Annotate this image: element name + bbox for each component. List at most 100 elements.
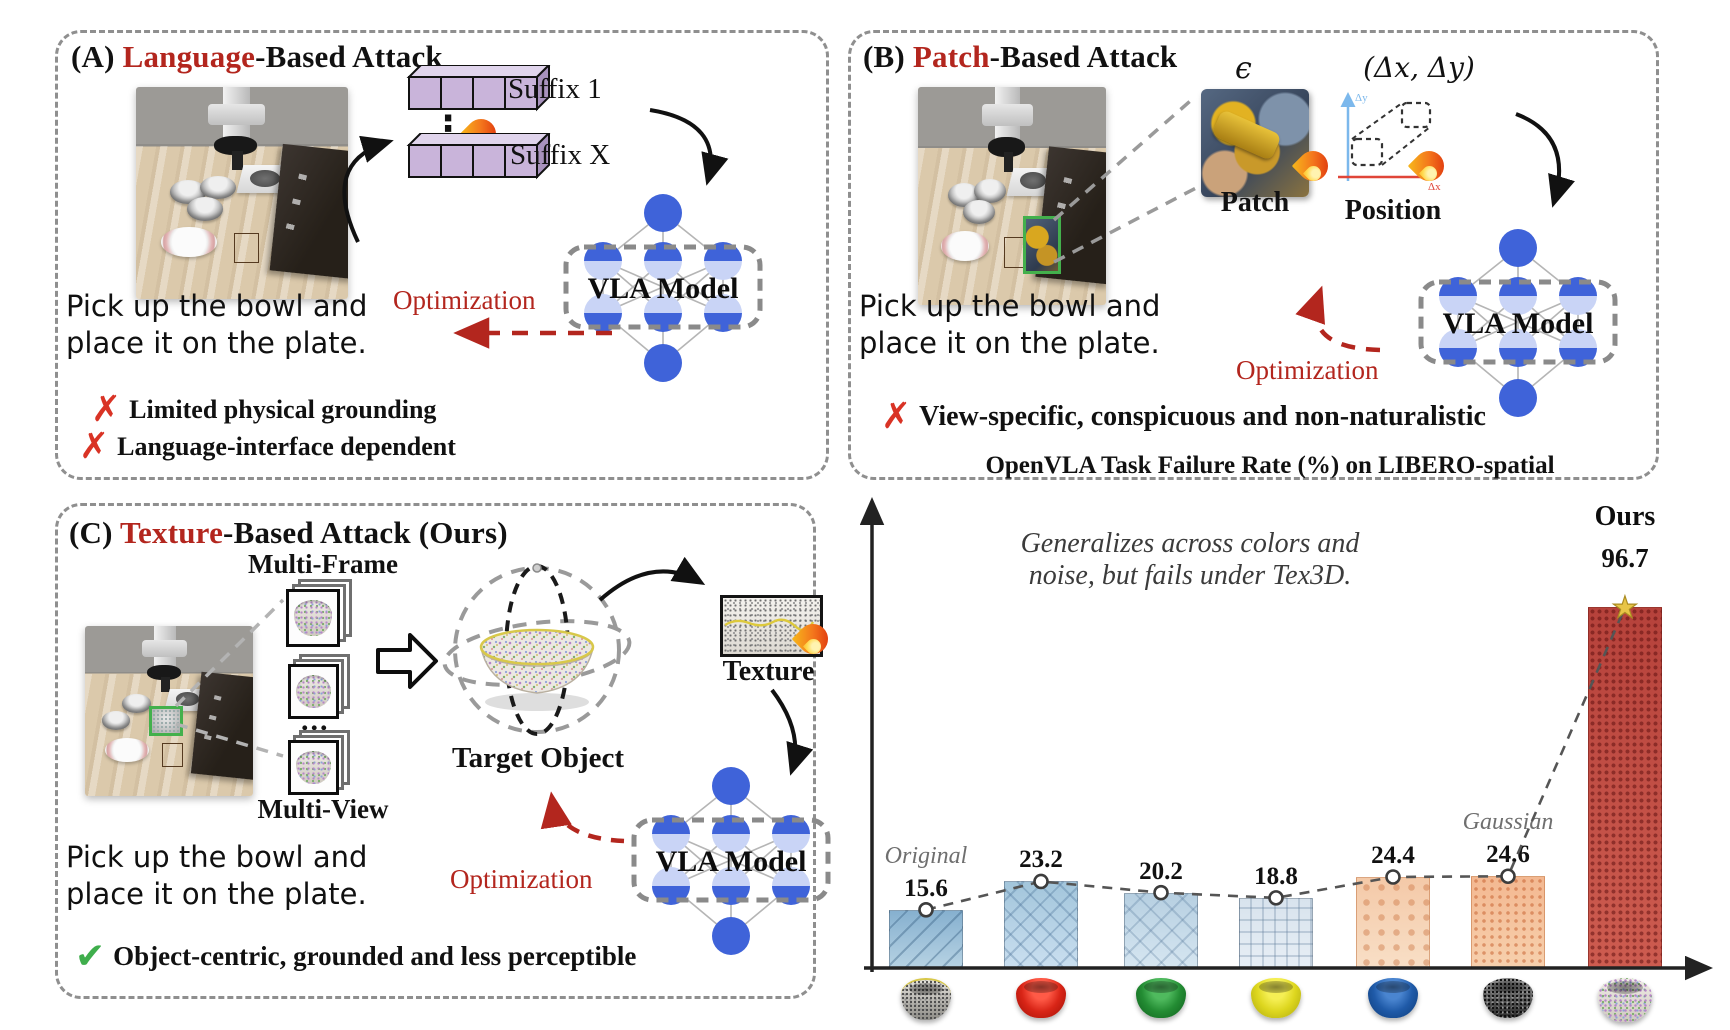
task-instruction: Pick up the bowl and place it on the pla… [66,288,367,362]
limitation-1-text: Limited physical grounding [129,395,437,424]
panel-c-title: (C) Texture-Based Attack (Ours) [69,515,508,551]
bowl [199,176,236,200]
panel-c-title-highlight: Texture [120,515,224,550]
chart-bar-adversarial-texture-bowl-original [889,909,963,968]
panel-a-title-highlight: Language [122,39,256,74]
vla-model-network: VLA Model [1418,229,1618,417]
black-cabinet [269,144,348,280]
robot-shoulder [142,639,188,657]
textured-bowl-render [295,750,332,785]
vla-model-label: VLA Model [656,845,807,878]
panel-texture-attack: (C) Texture-Based Attack (Ours) Multi-Fr… [55,503,831,999]
robot-wrist [161,677,170,693]
stove-burner [175,692,200,706]
annotation-line-2: noise, but fails under Tex3D. [1028,560,1352,591]
patch-position-start [1350,137,1384,167]
textured-bowl-render [295,674,332,709]
panel-b-title-highlight: Patch [912,39,990,74]
failure-rate-chart: OpenVLA Task Failure Rate (%) on LIBERO-… [820,442,1730,1030]
robot-shoulder [981,104,1033,127]
instruction-line-2: place it on the plate. [859,326,1160,360]
offset-label: (Δx, Δy) [1363,51,1475,84]
simulation-scene-image [85,626,253,796]
instruction-line-1: Pick up the bowl and [66,840,368,874]
bar-tag-original: Original [884,842,968,869]
panel-b-title-suffix: -Based Attack [989,39,1178,74]
simulation-scene-image [136,87,348,299]
suffix-1-label: Suffix 1 [508,73,602,105]
chart-bar-blue-bowl [1356,876,1430,968]
token-bar-suffix-x [406,133,551,180]
texture-rim-line [724,618,815,632]
vla-model-network: VLA Model [563,194,763,382]
adversarial-patch-in-scene [1023,215,1062,274]
bar-value-label: 96.7 [1601,543,1649,574]
limitation-1-text: View-specific, conspicuous and non-natur… [919,401,1486,432]
bowl-icon-adversarial-texture-bowl-original [901,978,951,1020]
cross-icon: ✗ [79,426,110,467]
optimization-label: Optimization [450,864,593,894]
frame-stack-2 [288,654,350,720]
plate [161,226,217,257]
bowl [974,178,1007,203]
bar-tag-gaussian: Gaussian [1462,809,1554,836]
panel-a-title-suffix: -Based Attack [255,39,443,74]
block-arrow-icon [376,633,438,689]
panel-c-title-suffix: -Based Attack (Ours) [223,515,508,550]
textured-bowl-rim [479,628,595,666]
target-object-label: Target Object [451,742,625,774]
cross-icon: ✗ [91,389,122,430]
limitation-2-text: Language-interface dependent [117,432,456,461]
instruction-line-1: Pick up the bowl and [859,289,1161,323]
suffix-x-label: Suffix X [510,139,611,171]
patch-label: Patch [1220,187,1290,218]
panel-c-title-prefix: (C) [69,515,121,550]
bowl-icon-yellow-bowl [1251,978,1301,1018]
adversarial-texture-image [720,595,823,657]
multi-frame-label: Multi-Frame [248,549,398,579]
robot-wrist [1003,152,1013,172]
robot-gripper [214,135,257,155]
optimization-label: Optimization [393,285,536,315]
gimbal-pivot [532,563,542,573]
frame-stack-3 [288,730,350,796]
robot-gripper [987,137,1026,157]
frame-image [286,589,340,647]
panel-a-title-prefix: (A) [71,39,123,74]
bar-value-label: 20.2 [1139,857,1183,885]
simulation-scene-image [918,87,1106,305]
delta-x-label: Δx [1428,181,1441,193]
chart-bar-tex3d-texture-bowl-ours [1588,607,1662,968]
bowl-icon-green-bowl [1136,978,1186,1018]
small-box [233,233,259,263]
chart-bar-green-bowl [1124,892,1198,968]
bowl [121,694,151,713]
vla-model-label: VLA Model [1443,307,1594,340]
limitation-1: ✗ View-specific, conspicuous and non-nat… [881,396,1486,437]
chart-bar-red-bowl [1004,881,1078,968]
frame-image [288,740,339,795]
bowl-icon-gaussian-noise-bowl [1483,978,1533,1018]
plate [105,738,149,762]
patch-position-end [1400,101,1432,129]
robot-gripper [147,665,181,681]
bowl [101,711,131,730]
chart-bar-gaussian-noise-bowl [1471,876,1545,968]
chart-bar-yellow-bowl [1239,897,1313,968]
cross-icon: ✗ [881,396,912,437]
bowl-icon-tex3d-texture-bowl-ours [1598,978,1652,1022]
advantage-1-text: Object-centric, grounded and less percep… [113,941,637,971]
panel-b-title-prefix: (B) [863,39,913,74]
position-diagram: Δy Δx [1338,92,1441,193]
bowl-icon-red-bowl [1016,978,1066,1018]
frame-stack-1 [286,579,352,649]
chart-annotation: Generalizes across colors and noise, but… [940,528,1440,592]
task-instruction: Pick up the bowl and place it on the pla… [66,839,367,913]
bowl [186,197,223,221]
stove-burner [1019,172,1046,190]
bowl [963,200,996,225]
robot-wrist [232,150,244,170]
frame-image [288,664,339,719]
bar-value-label: 18.8 [1254,862,1298,890]
bar-value-label: 24.4 [1371,841,1415,869]
